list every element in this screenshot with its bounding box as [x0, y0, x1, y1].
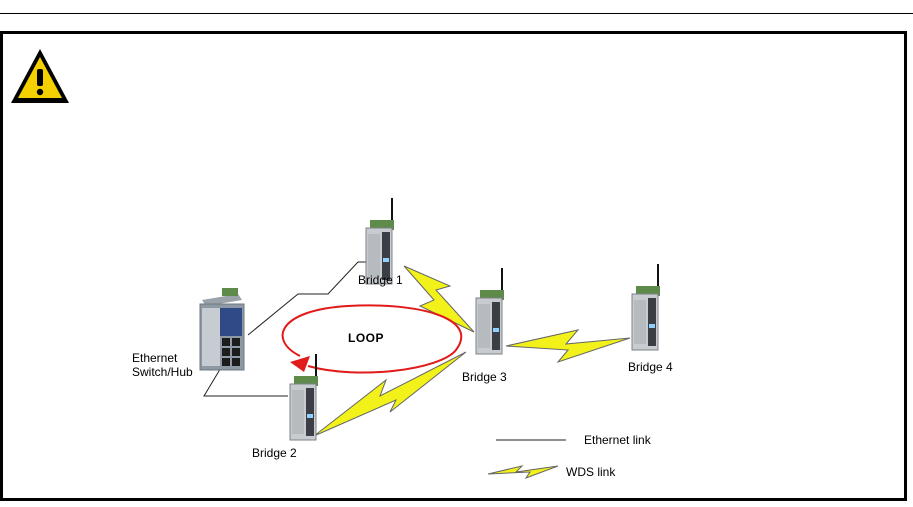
wds-link-bridge1-bridge3	[404, 266, 474, 332]
wds-link-bridge3-bridge4	[506, 330, 630, 362]
ethernet-link-switch-bridge1	[248, 262, 368, 335]
loop-label: LOOP	[348, 331, 384, 345]
switch-label-line2: Switch/Hub	[132, 365, 193, 379]
legend-wds-swatch	[488, 466, 558, 478]
legend-wds-label: WDS link	[566, 465, 616, 479]
header-rule	[0, 13, 913, 14]
bridge4-label: Bridge 4	[628, 360, 673, 374]
loop-arrowhead	[290, 356, 310, 372]
warning-icon	[8, 46, 72, 106]
bridge2-label: Bridge 2	[252, 446, 297, 460]
ethernet-switch-icon	[200, 288, 244, 370]
legend-ethernet-label: Ethernet link	[584, 433, 652, 447]
bridge3-label: Bridge 3	[462, 370, 507, 384]
bridge3-icon	[476, 268, 504, 354]
bridge1-label: Bridge 1	[358, 273, 403, 287]
bridge4-icon	[632, 264, 660, 350]
wds-loop-diagram: LOOP Ethernet Switch/Hub Bridge 1 Bridge…	[118, 190, 678, 484]
bridge1-icon	[366, 198, 394, 284]
wds-link-bridge2-bridge3	[314, 352, 466, 436]
switch-label-line1: Ethernet	[132, 351, 178, 365]
